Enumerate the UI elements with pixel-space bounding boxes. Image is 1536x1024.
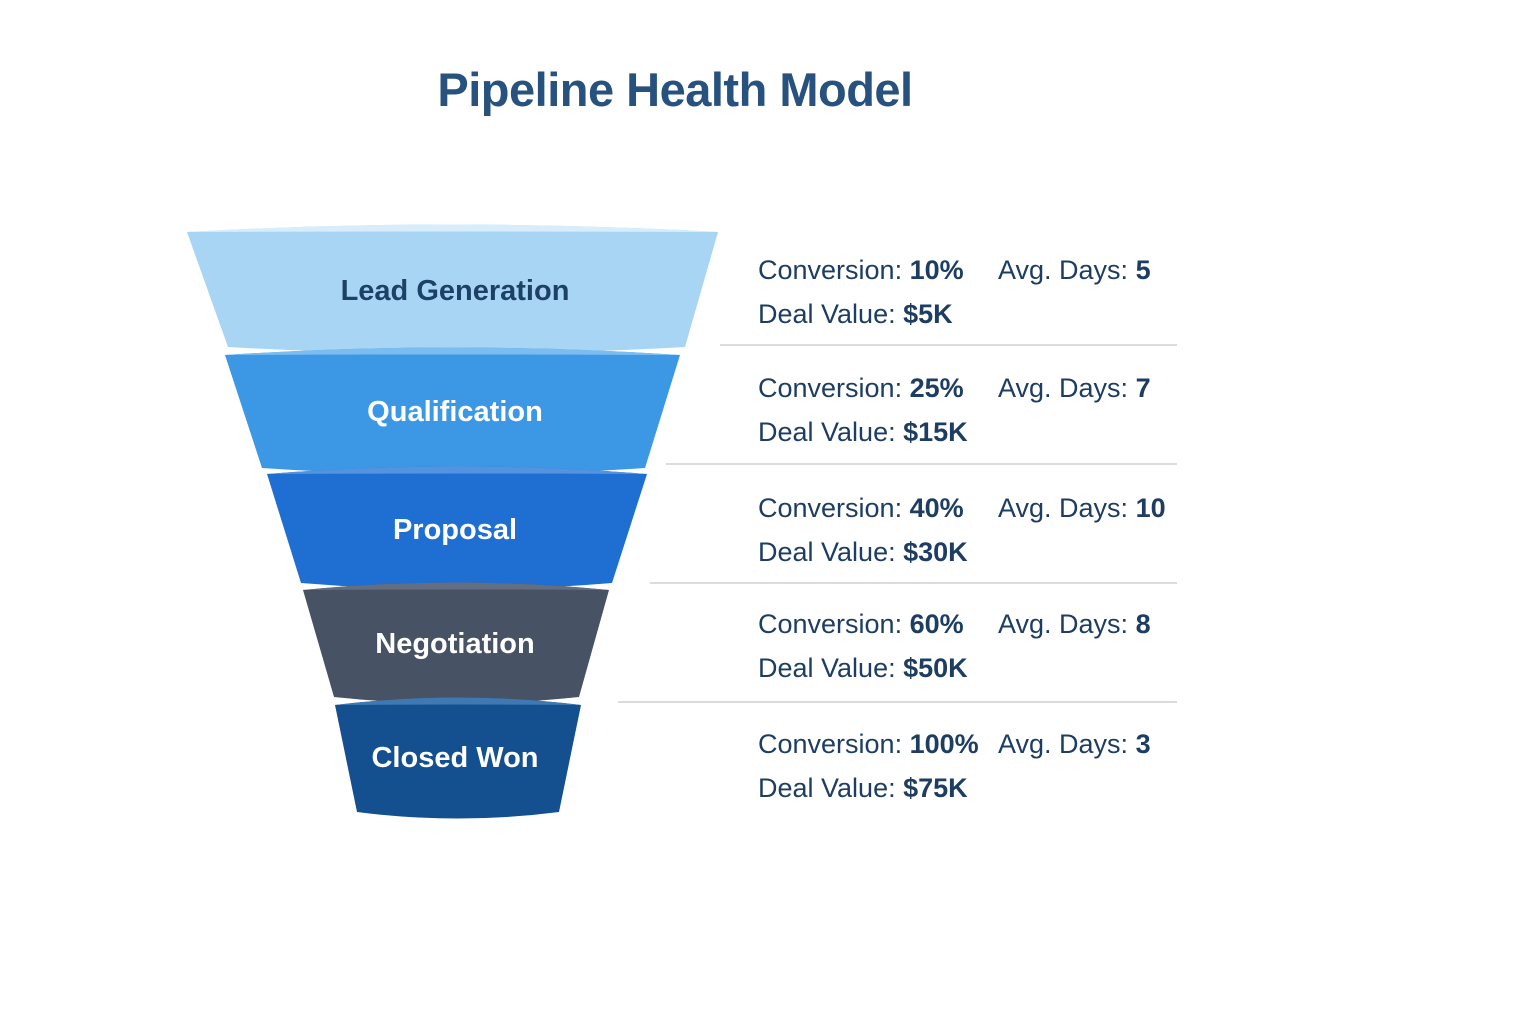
- avg-days-value: 10: [1135, 493, 1166, 523]
- funnel-stage-rim-negotiation: [303, 582, 609, 590]
- conversion-label: Conversion:: [758, 373, 910, 403]
- avg-days-label: Avg. Days:: [998, 493, 1136, 523]
- row-divider-1: [720, 344, 1177, 346]
- funnel-chart: Lead GenerationQualificationProposalNego…: [187, 224, 718, 819]
- avg-days-label: Avg. Days:: [998, 729, 1136, 759]
- avg-days-value: 7: [1135, 373, 1151, 403]
- deal-value-label: Deal Value:: [758, 773, 904, 803]
- funnel-stage-rim-proposal: [267, 466, 647, 474]
- funnel-stage-label-negotiation: Negotiation: [375, 628, 535, 660]
- deal-value-value: $75K: [903, 773, 968, 803]
- page-title: Pipeline Health Model: [437, 63, 913, 116]
- conversion-label: Conversion:: [758, 729, 910, 759]
- funnel-stage-rim-qualification: [225, 347, 680, 355]
- funnel-stage-lead-generation: [187, 224, 718, 354]
- conversion-value: 100%: [909, 729, 979, 759]
- deal-value-label: Deal Value:: [758, 299, 904, 329]
- conversion-label: Conversion:: [758, 255, 910, 285]
- conversion-label: Conversion:: [758, 493, 910, 523]
- deal-value-label: Deal Value:: [758, 653, 904, 683]
- avg-days-value: 8: [1135, 609, 1151, 639]
- row-divider-2: [666, 463, 1177, 465]
- funnel-stage-label-proposal: Proposal: [393, 514, 517, 546]
- avg-days-label: Avg. Days:: [998, 255, 1136, 285]
- funnel-stage-proposal: [267, 466, 647, 590]
- conversion-value: 60%: [909, 609, 964, 639]
- avg-days-label: Avg. Days:: [998, 609, 1136, 639]
- conversion-value: 25%: [909, 373, 964, 403]
- funnel-stage-label-lead-generation: Lead Generation: [341, 275, 570, 307]
- deal-value-label: Deal Value:: [758, 537, 904, 567]
- conversion-value: 40%: [909, 493, 964, 523]
- funnel-stage-closed-won: [335, 697, 581, 819]
- deal-value-value: $5K: [903, 299, 953, 329]
- conversion-label: Conversion:: [758, 609, 910, 639]
- deal-value-value: $15K: [903, 417, 968, 447]
- deal-value-value: $30K: [903, 537, 968, 567]
- avg-days-value: 5: [1135, 255, 1151, 285]
- conversion-value: 10%: [909, 255, 964, 285]
- deal-value-label: Deal Value:: [758, 417, 904, 447]
- funnel-stage-label-closed-won: Closed Won: [371, 742, 538, 774]
- funnel-stage-label-qualification: Qualification: [367, 396, 543, 428]
- funnel-stage-rim-closed-won: [335, 697, 581, 705]
- funnel-stage-qualification: [225, 347, 680, 475]
- avg-days-label: Avg. Days:: [998, 373, 1136, 403]
- funnel-stage-negotiation: [303, 582, 609, 704]
- avg-days-value: 3: [1135, 729, 1151, 759]
- funnel-stage-rim-lead-generation: [187, 224, 718, 232]
- deal-value-value: $50K: [903, 653, 968, 683]
